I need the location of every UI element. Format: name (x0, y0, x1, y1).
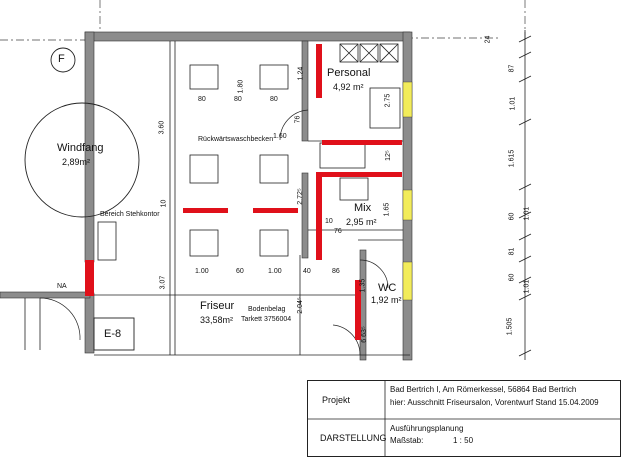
dim-v-165: 1.65 (383, 202, 391, 217)
marker-circle (50, 47, 76, 73)
room-wc-name: WC (378, 282, 397, 294)
room-mix-name: Mix (354, 202, 372, 214)
dim-v-272: 2.72⁵ (296, 188, 304, 205)
room-mix-area: 2,95 m² (346, 217, 377, 227)
dim-right-10: 1.505 (506, 317, 514, 336)
windfang-circle (24, 102, 140, 218)
dim-h-160: 1.60 (273, 133, 287, 140)
dim-right-3: 1.01 (509, 96, 517, 111)
dim-v-76b: 76 (334, 228, 342, 235)
dim-v-124: 1.24 (297, 66, 305, 81)
room-windfang-area: 2,89m² (62, 157, 91, 167)
label-rueckwaertswaschbecken: Rückwärtswaschbecken (198, 136, 274, 143)
room-windfang-name: Windfang (57, 142, 104, 154)
dim-v-275: 2.75 (384, 93, 392, 108)
dim-v-63: 6 63⁵ (360, 326, 368, 343)
dim-v-10a: 10 (160, 199, 168, 208)
label-bodenbelag-2: Tarkett 3756004 (241, 316, 292, 323)
tb-massstab-value: 1 : 50 (453, 436, 474, 445)
salon-chairs (189, 64, 289, 257)
room-friseur-name: Friseur (200, 300, 235, 312)
title-block: Projekt Bad Bertrich I, Am Römerkessel, … (307, 380, 621, 457)
tb-darstellung-label: DARSTELLUNG (320, 433, 387, 443)
dim-top-3: 80 (270, 96, 278, 103)
right-dimension-line (518, 30, 532, 360)
room-wc-area: 1,92 m² (371, 295, 402, 305)
tb-massstab-label: Maßstab: (390, 436, 424, 445)
dim-right-7: 81 (508, 247, 516, 256)
label-na: NA (57, 283, 67, 290)
room-friseur-area: 33,58m² (200, 315, 234, 325)
tb-projekt-label: Projekt (322, 395, 351, 405)
dim-bottom-4: 40 (303, 268, 311, 275)
room-personal-area: 4,92 m² (333, 82, 364, 92)
tb-darstellung-value: Ausführungsplanung (390, 424, 464, 433)
room-personal-name: Personal (327, 67, 371, 79)
marker-label: F (58, 53, 65, 65)
dim-right-8: 60 (508, 273, 516, 282)
dim-v-307: 3.07 (159, 275, 167, 290)
yellow-windows (402, 81, 413, 301)
dim-v-12: 12⁵ (384, 150, 392, 161)
dim-bottom-5: 86 (332, 268, 340, 275)
partitions (24, 41, 410, 356)
room-e8-name: E-8 (104, 328, 122, 340)
dim-right-9: 1.01 (523, 279, 531, 294)
dim-top-2: 80 (234, 96, 242, 103)
dim-right-2: 87 (508, 64, 516, 73)
dim-bottom-3: 1.00 (268, 268, 282, 275)
dim-v-135: 1.35 (359, 278, 367, 293)
title-block-grid (308, 381, 620, 456)
label-stehkontor: Bereich Stehkontor (100, 211, 160, 218)
label-bodenbelag-1: Bodenbelag (248, 306, 286, 313)
dim-right-4: 1.615 (508, 149, 516, 168)
dim-right-6: 1.01 (523, 206, 531, 221)
red-walls (85, 44, 402, 340)
dim-v-76: 76 (294, 115, 302, 124)
stair-block (93, 317, 135, 351)
personal-furniture (319, 43, 401, 201)
tb-projekt-value-1: Bad Bertrich I, Am Römerkessel, 56864 Ba… (390, 385, 577, 394)
dim-top-1: 80 (198, 96, 206, 103)
dim-right-1: 24 (484, 35, 492, 44)
door-arcs (39, 109, 389, 356)
dim-v-204: 2.04⁵ (296, 297, 304, 314)
dim-bottom-1: 1.00 (195, 268, 209, 275)
dim-v-180: 1.80 (237, 79, 245, 94)
dim-bottom-2: 60 (236, 268, 244, 275)
dim-v-360: 3.60 (158, 120, 166, 135)
tb-projekt-value-2: hier: Ausschnitt Friseursalon, Vorentwur… (390, 398, 599, 407)
stehkontor-desk (97, 221, 117, 261)
dim-v-10b: 10 (325, 218, 333, 225)
dim-right-5: 60 (508, 212, 516, 221)
